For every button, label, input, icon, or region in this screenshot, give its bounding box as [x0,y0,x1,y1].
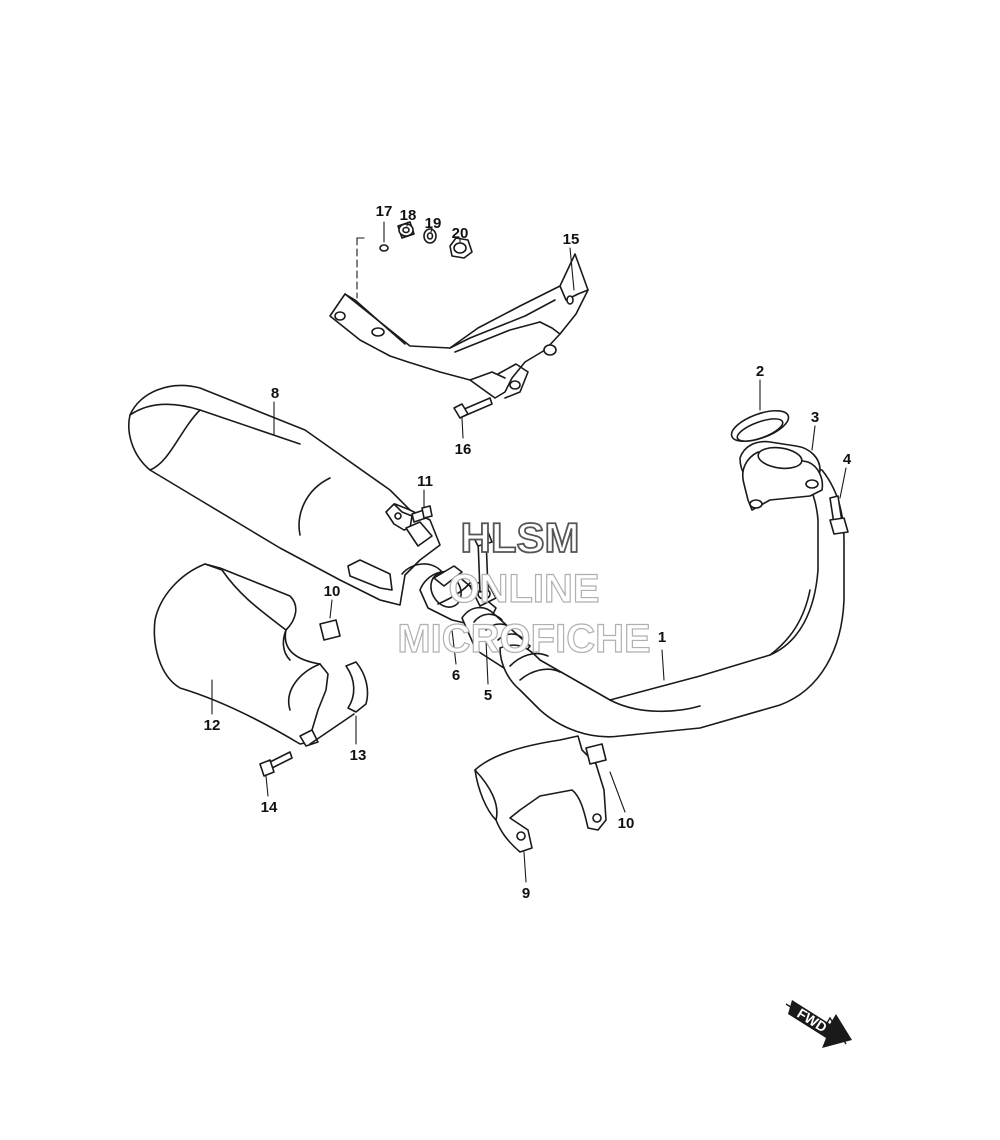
damper-rubber-left [319,619,341,641]
bolt-4 [829,495,849,535]
footrest-bracket [329,253,589,399]
callout-15: 15 [563,231,580,248]
callout-6: 6 [452,667,460,684]
pipe-heat-shield [474,735,607,853]
callout-20: 20 [452,225,469,242]
grommet-parts [379,221,473,259]
callout-19: 19 [425,215,442,232]
watermark: HLSM ONLINE MICROFICHE [397,513,652,662]
watermark-line-2: ONLINE [448,567,599,611]
muffler-heat-shield [153,563,329,747]
callout-4: 4 [843,451,852,468]
callout-3: 3 [811,409,819,426]
exhaust-gasket [730,409,790,443]
bolt-14 [259,751,293,777]
leader-lines [211,221,847,883]
callout-17: 17 [376,203,393,220]
callout-5: 5 [484,687,492,704]
callout-12: 12 [204,717,221,734]
heat-shield-clamp [309,661,369,745]
callout-9: 9 [522,885,530,902]
fwd-direction-arrow: FWD [785,1000,852,1048]
callout-8: 8 [271,385,279,402]
callout-1: 1 [658,629,666,646]
watermark-line-1: HLSM [461,514,580,561]
muffler [128,384,443,606]
callout-14: 14 [261,799,278,816]
callout-13: 13 [350,747,367,764]
damper-rubber-right [585,743,607,765]
callout-11: 11 [417,473,433,490]
watermark-line-3: MICROFICHE [397,617,650,661]
bolt-11 [411,505,433,523]
callout-16: 16 [455,441,472,458]
callout-18: 18 [400,207,417,224]
callout-10-right: 10 [618,815,635,832]
callout-10-left: 10 [324,583,341,600]
callout-2: 2 [756,363,764,380]
callouts: 1 2 3 4 5 6 8 9 10 10 11 12 13 14 15 16 … [204,203,852,902]
bolt-16 [453,397,493,419]
exhaust-flange [739,440,824,511]
fwd-arrow-icon [788,1000,852,1048]
